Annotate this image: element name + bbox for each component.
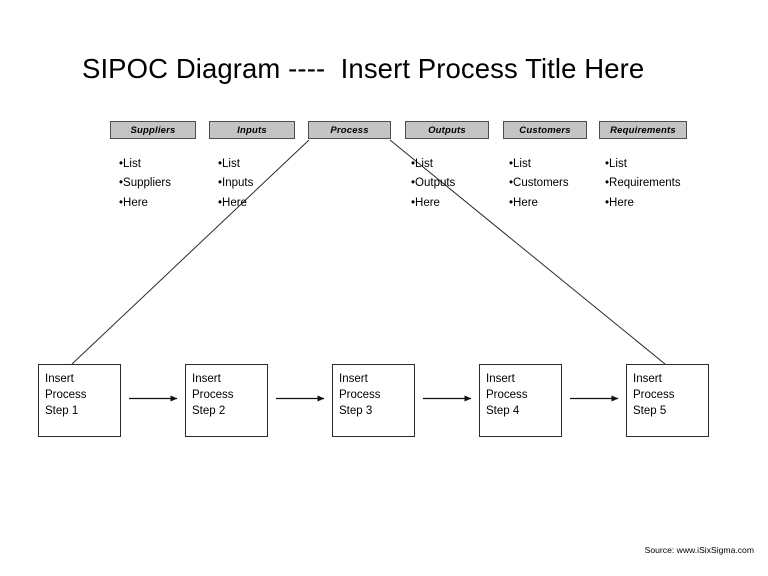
process-step-line1: Insert: [633, 373, 662, 385]
list-item-label: List: [513, 158, 531, 170]
list-item-label: Customers: [513, 177, 569, 190]
bullet-icon: •: [411, 196, 416, 209]
list-item-label: Here: [513, 196, 538, 209]
bullet-icon: •: [605, 158, 610, 170]
process-step-line2: Process: [45, 389, 87, 402]
process-step-line3: Step 2: [192, 405, 226, 418]
process-step-line1: Insert: [486, 373, 515, 385]
bullet-icon: •: [218, 177, 223, 190]
list-item: •Customers: [509, 174, 597, 193]
list-item-label: Here: [609, 196, 634, 209]
source-note: Source: www.iSixSigma.com: [644, 545, 754, 555]
process-step-line1: Insert: [192, 373, 221, 385]
process-step-line3: Step 4: [486, 405, 520, 418]
list-item-label: Inputs: [222, 177, 254, 190]
process-step-line2: Process: [486, 389, 528, 402]
bullet-icon: •: [509, 158, 514, 170]
list-item: •Here: [119, 194, 203, 213]
list-item-label: List: [415, 158, 433, 170]
list-item-label: List: [609, 158, 627, 170]
list-item: •List: [509, 155, 597, 174]
list-item: •List: [119, 155, 203, 174]
column-list-inputs: •List •Inputs •Here: [218, 155, 302, 213]
column-list-outputs: •List •Outputs •Here: [411, 155, 495, 213]
process-step-line3: Step 1: [45, 405, 79, 418]
bullet-icon: •: [411, 158, 416, 170]
bullet-icon: •: [119, 158, 124, 170]
column-header-inputs[interactable]: Inputs: [209, 121, 295, 139]
column-list-suppliers: •List •Suppliers •Here: [119, 155, 203, 213]
column-list-customers: •List •Customers •Here: [509, 155, 597, 213]
bullet-icon: •: [411, 177, 416, 190]
list-item: •Here: [605, 194, 682, 213]
list-item: •Outputs: [411, 174, 495, 193]
bullet-icon: •: [509, 177, 514, 190]
bullet-icon: •: [119, 177, 124, 190]
list-item: •Inputs: [218, 174, 302, 193]
list-item: •Here: [509, 194, 597, 213]
bullet-icon: •: [218, 158, 223, 170]
process-step-line3: Step 3: [339, 405, 373, 418]
list-item-label: Requirements: [609, 177, 681, 190]
list-item: •Here: [218, 194, 302, 213]
column-header-suppliers[interactable]: Suppliers: [110, 121, 196, 139]
bullet-icon: •: [605, 196, 610, 209]
list-item: •List: [218, 155, 302, 174]
process-step-line2: Process: [339, 389, 381, 402]
process-step-line2: Process: [633, 389, 675, 402]
bullet-icon: •: [605, 177, 610, 190]
list-item: •Suppliers: [119, 174, 203, 193]
bullet-icon: •: [119, 196, 124, 209]
list-item-label: List: [222, 158, 240, 170]
bullet-icon: •: [509, 196, 514, 209]
list-item-label: List: [123, 158, 141, 170]
column-header-requirements[interactable]: Requirements: [599, 121, 687, 139]
list-item-label: Suppliers: [123, 177, 171, 190]
list-item-label: Here: [123, 196, 148, 209]
list-item: •Requirements: [605, 174, 682, 193]
column-header-process[interactable]: Process: [308, 121, 391, 139]
column-header-customers[interactable]: Customers: [503, 121, 587, 139]
list-item-label: Here: [222, 196, 247, 209]
process-step-line1: Insert: [339, 373, 368, 385]
page-title: SIPOC Diagram ---- Insert Process Title …: [82, 53, 645, 84]
process-step-line1: Insert: [45, 373, 74, 385]
process-step-line2: Process: [192, 389, 234, 402]
list-item-label: Here: [415, 196, 440, 209]
list-item-label: Outputs: [415, 177, 456, 190]
bullet-icon: •: [218, 196, 223, 209]
column-list-requirements: •List •Requirements •Here: [605, 155, 682, 213]
column-header-outputs[interactable]: Outputs: [405, 121, 489, 139]
process-step-line3: Step 5: [633, 405, 667, 418]
list-item: •List: [411, 155, 495, 174]
list-item: •Here: [411, 194, 495, 213]
list-item: •List: [605, 155, 682, 174]
